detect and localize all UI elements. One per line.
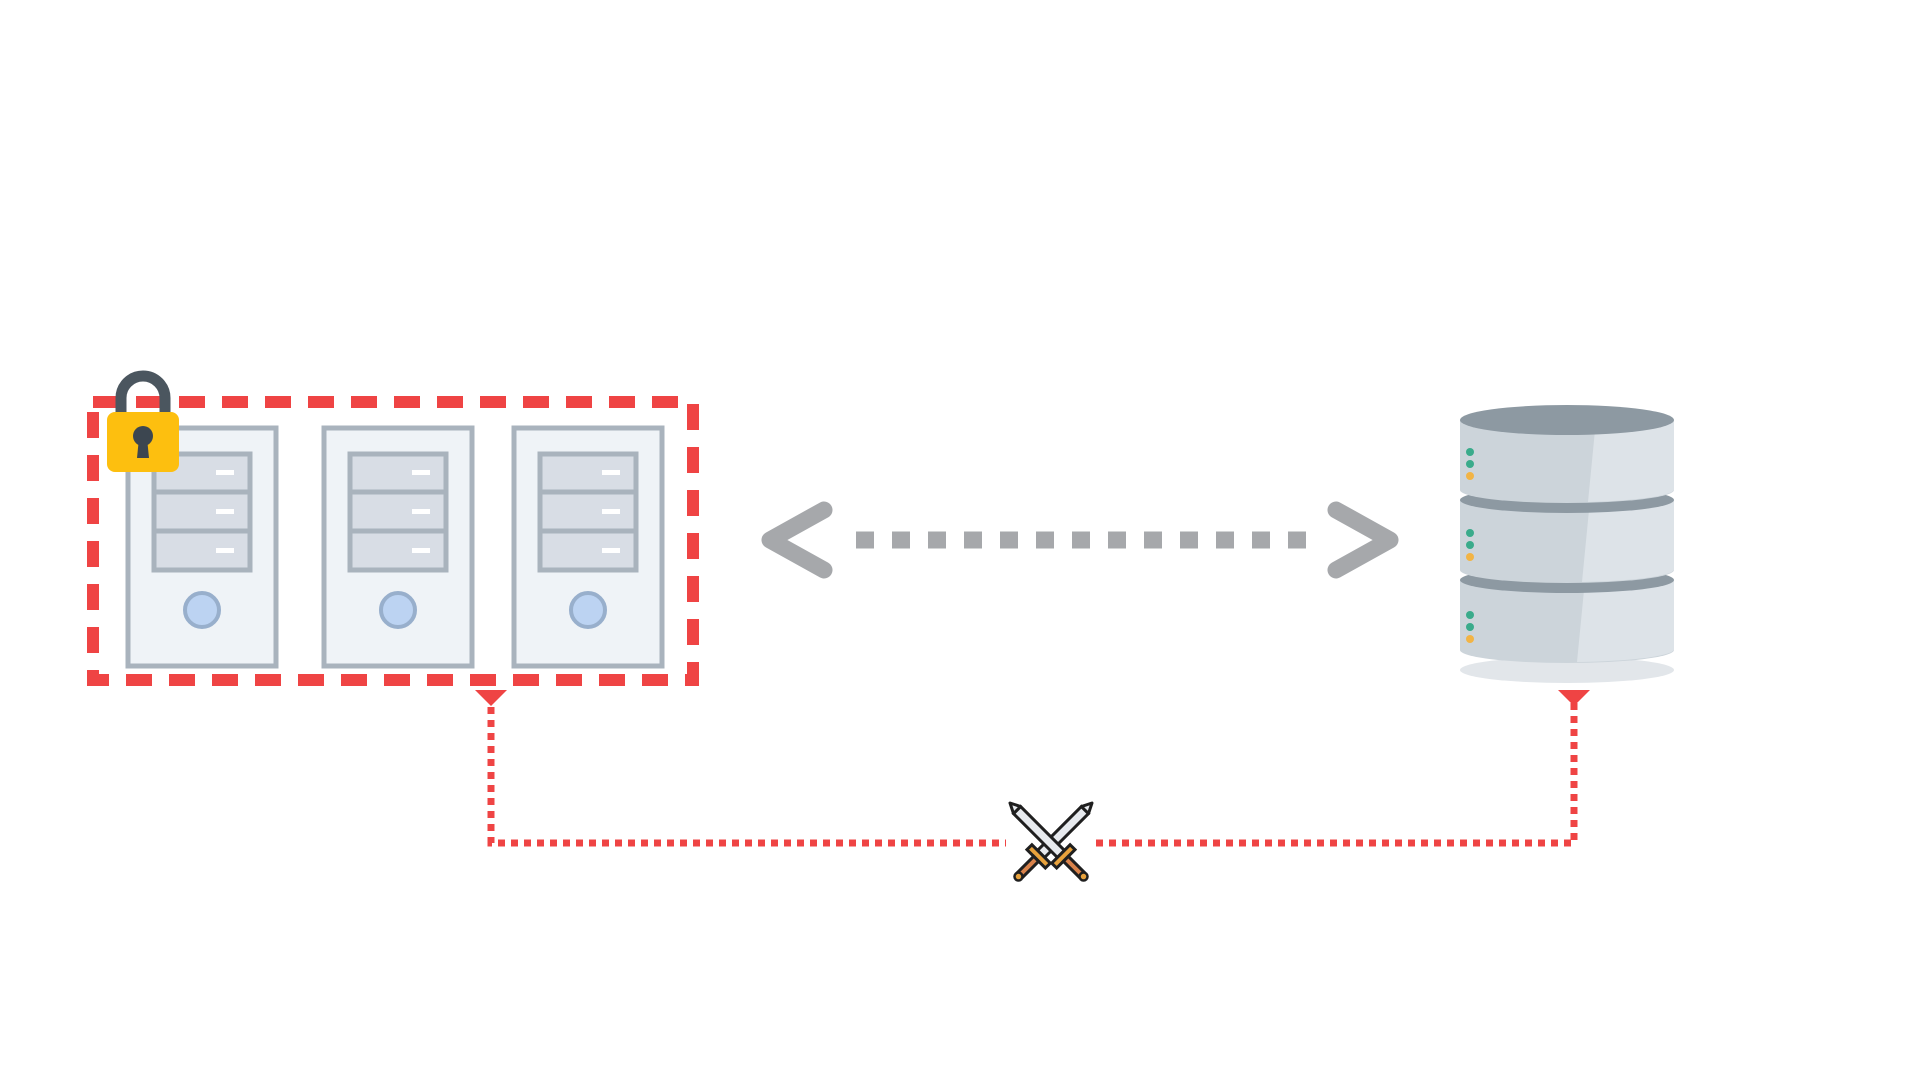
crossed-swords-icon [1006, 800, 1096, 888]
connector-arrowhead-left [475, 690, 507, 706]
database-disk-1 [1460, 405, 1674, 503]
bidirectional-arrow-icon [761, 501, 1399, 579]
sync-arrowhead-left [761, 501, 833, 579]
server-2 [321, 425, 475, 669]
server-tower-icon [511, 425, 665, 669]
padlock-icon [107, 370, 179, 472]
connector-arrowhead-right [1558, 690, 1590, 706]
lock-boundary [87, 396, 699, 686]
database-base-shadow [1460, 657, 1674, 683]
server-cluster [87, 370, 699, 686]
server-3 [511, 425, 665, 669]
server-tower-icon [321, 425, 475, 669]
sync-arrowhead-right [1327, 501, 1399, 579]
database-icon [1460, 405, 1674, 683]
